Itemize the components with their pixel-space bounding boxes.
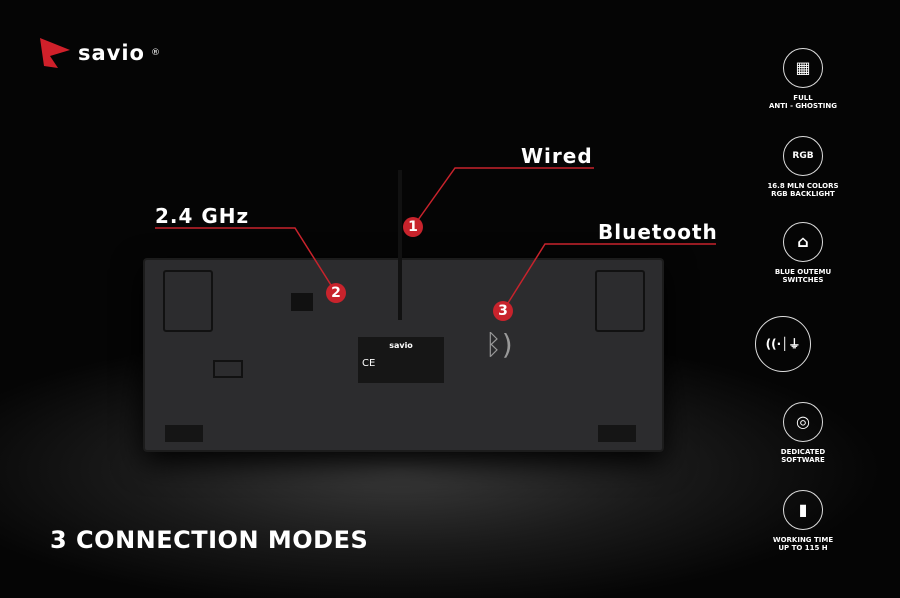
battery-icon: ▮ — [783, 490, 823, 530]
badge-1: 1 — [403, 217, 423, 237]
feature-text: ANTI - GHOSTING — [768, 102, 837, 110]
rubber-pad — [165, 425, 203, 442]
ghz-line — [155, 227, 337, 294]
keys-icon: ▦ — [783, 48, 823, 88]
sticker-brand: savio — [389, 341, 413, 350]
keyboard-foot-right — [595, 270, 645, 332]
bluetooth-icon: ᛒ) — [485, 328, 513, 361]
badge-3: 3 — [493, 301, 513, 321]
feature-connectivity: ((·│⏚ — [723, 316, 843, 378]
disc-icon: ◎ — [783, 402, 823, 442]
brand-name: savio — [78, 41, 145, 65]
headline: 3 CONNECTION MODES — [50, 526, 369, 554]
wireless-usb-icon: ((·│⏚ — [755, 316, 811, 372]
feature-text: 16.8 MLN COLORS — [767, 182, 839, 190]
feature-text: SWITCHES — [782, 276, 824, 284]
switch-icon: ⌂ — [783, 222, 823, 262]
brand-mark: ® — [151, 48, 160, 58]
bluetooth-label: Bluetooth — [598, 220, 718, 244]
bluetooth-line — [502, 243, 716, 312]
ce-mark: CE — [362, 358, 376, 369]
feature-text: FULL — [793, 94, 813, 102]
keyboard-foot-left — [163, 270, 213, 332]
feature-text: WORKING TIME — [772, 536, 834, 544]
savio-logo: savio ® — [38, 36, 160, 70]
rubber-pad — [598, 425, 636, 442]
product-sticker: savio CE — [358, 337, 444, 383]
feature-text: BLUE OUTEMU — [774, 268, 832, 276]
badge-2: 2 — [326, 283, 346, 303]
feature-text: SOFTWARE — [781, 456, 825, 464]
usb-receiver-slot — [291, 293, 313, 311]
switch — [213, 360, 243, 378]
feature-text: RGB BACKLIGHT — [771, 190, 835, 198]
savio-logo-icon — [40, 38, 70, 68]
ghz-label: 2.4 GHz — [155, 204, 250, 228]
feature-text: DEDICATED — [780, 448, 826, 456]
wired-label: Wired — [521, 144, 593, 168]
rgb-bulb-icon: RGB — [783, 136, 823, 176]
feature-text: UP TO 115 H — [778, 544, 828, 552]
wired-line — [412, 167, 594, 228]
